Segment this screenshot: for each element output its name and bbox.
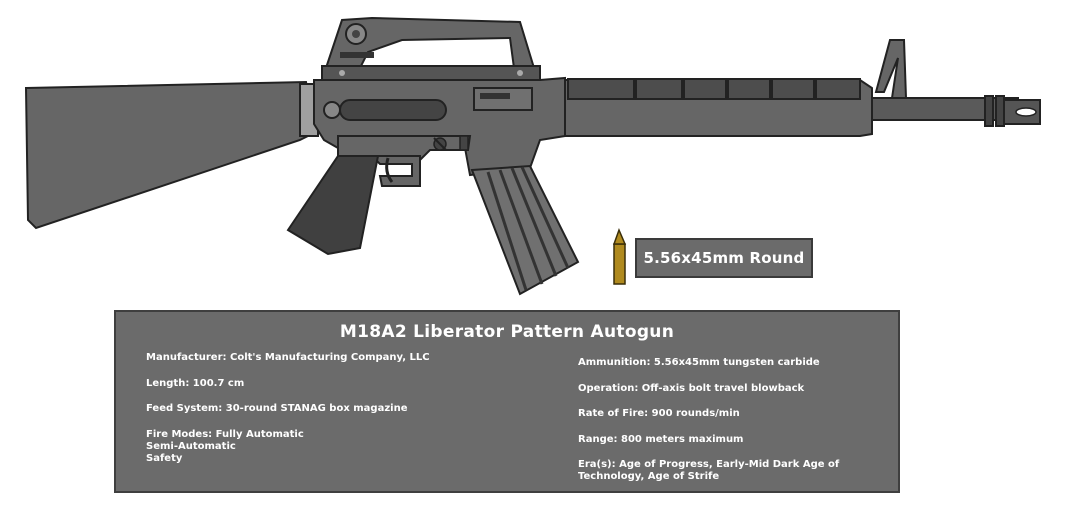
handguard-segments [567, 78, 861, 100]
front-sight [874, 39, 908, 99]
top-rail [321, 65, 541, 81]
specs-right: Ammunition: 5.56x45mm tungsten carbide O… [578, 357, 878, 497]
spec-ammunition: Ammunition: 5.56x45mm tungsten carbide [578, 357, 820, 368]
stock [24, 80, 318, 230]
spec-rate-of-fire: Rate of Fire: 900 rounds/min [578, 408, 740, 419]
spec-fire-modes: Fire Modes: Fully Automatic Semi-Automat… [146, 428, 304, 464]
spec-range: Range: 800 meters maximum [578, 433, 744, 445]
ejection-port [339, 99, 447, 121]
specs-left: Manufacturer: Colt's Manufacturing Compa… [146, 352, 546, 478]
mag-release [459, 135, 469, 151]
magazine [470, 164, 580, 296]
spec-eras: Era(s): Age of Progress, Early-Mid Dark … [578, 459, 840, 482]
muzzle-brake [984, 95, 1041, 127]
trigger-guard [369, 155, 421, 187]
bolt-catch [323, 101, 341, 119]
selector-icon [433, 137, 447, 151]
spec-manufacturer: Manufacturer: Colt's Manufacturing Compa… [146, 352, 430, 363]
spec-operation: Operation: Off-axis bolt travel blowback [578, 382, 805, 394]
cartridge-icon [612, 227, 627, 285]
rifle-illustration [24, 16, 1041, 296]
trigger [385, 157, 394, 183]
spec-feed-system: Feed System: 30-round STANAG box magazin… [146, 403, 408, 414]
spec-length: Length: 100.7 cm [146, 377, 245, 389]
pistol-grip [286, 155, 380, 256]
round-label: 5.56x45mm Round [635, 238, 813, 278]
weapon-title: M18A2 Liberator Pattern Autogun [339, 322, 675, 342]
info-panel: M18A2 Liberator Pattern Autogun Manufact… [114, 310, 900, 493]
